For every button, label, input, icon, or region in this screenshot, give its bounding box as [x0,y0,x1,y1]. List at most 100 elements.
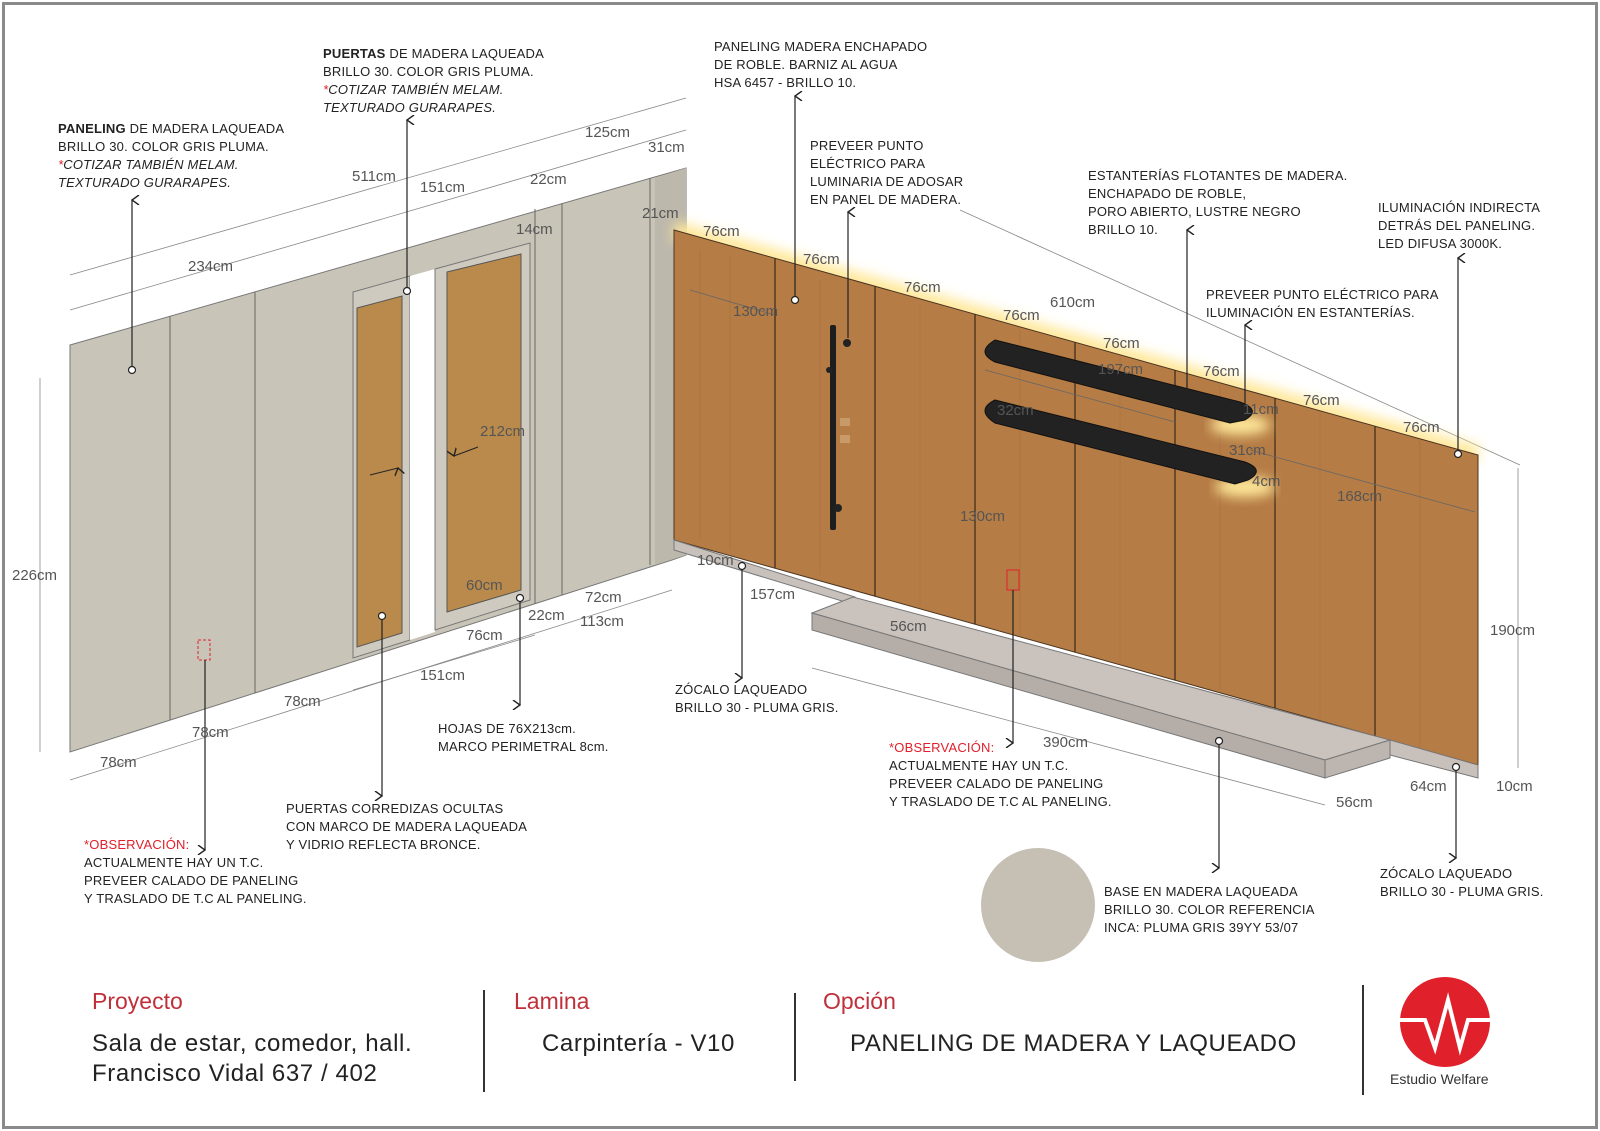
note-line: HOJAS DE 76X213cm. [438,721,576,736]
dim-label: 151cm [420,179,465,196]
note-line: ESTANTERÍAS FLOTANTES DE MADERA. [1088,168,1348,183]
estudio-welfare-logo [1400,977,1490,1067]
note-line: HSA 6457 - BRILLO 10. [714,75,857,90]
dim-label: 11cm [1243,401,1279,418]
dim-label: 125cm [585,124,630,141]
note-zocalo-right: ZÓCALO LAQUEADO BRILLO 30 - PLUMA GRIS. [1380,865,1544,901]
note-line: COTIZAR TAMBIÉN MELAM. [63,157,239,172]
note-line: PANELING MADERA ENCHAPADO [714,39,928,54]
note-line: ZÓCALO LAQUEADO [1380,866,1513,881]
note-line: EN PANEL DE MADERA. [810,192,962,207]
dim-label: 10cm [697,552,734,569]
note-line: BRILLO 30. COLOR GRIS PLUMA. [323,64,534,79]
note-line: TEXTURADO GURARAPES. [323,100,497,115]
note-line: BRILLO 30. COLOR GRIS PLUMA. [58,139,269,154]
asterisk: * [323,82,329,97]
dim-label: 64cm [1410,778,1447,795]
dim-label: 151cm [420,667,465,684]
divider [1362,985,1364,1095]
floating-shelf-lower [984,399,1275,497]
dim-label: 21cm [642,205,679,222]
divider [794,993,796,1081]
left-wall-paneling [69,167,687,753]
dim-label: 31cm [648,139,685,156]
leader-lines [127,96,1462,868]
note-paneling-gris: PANELING DE MADERA LAQUEADA BRILLO 30. CO… [58,120,284,192]
dim-label: 390cm [1043,734,1088,751]
lamina-label: Lamina [514,988,590,1014]
note-line: PREVEER PUNTO [810,138,924,153]
note-line: DE MADERA LAQUEADA [125,121,285,136]
note-bold: PUERTAS [323,46,386,61]
dim-label: 190cm [1490,622,1535,639]
dim-label: 78cm [192,724,229,741]
proyecto-line2: Francisco Vidal 637 / 402 [92,1060,378,1087]
note-observacion-left: *OBSERVACIÓN: ACTUALMENTE HAY UN T.C. PREV… [84,836,307,908]
dim-label: 226cm [12,567,57,584]
note-title: *OBSERVACIÓN: [84,837,190,852]
dim-label: 157cm [750,586,795,603]
dim-label: 511cm [352,168,396,185]
note-line: LUMINARIA DE ADOSAR [810,174,964,189]
note-line: DETRÁS DEL PANELING. [1378,218,1536,233]
note-line: PREVEER PUNTO ELÉCTRICO PARA [1206,287,1439,302]
floating-shelf-upper [984,339,1270,435]
outlet-marker-left [197,639,211,661]
note-line: MARCO PERIMETRAL 8cm. [438,739,609,754]
note-line: Y TRASLADO DE T.C AL PANELING. [84,891,307,906]
dim-label: 31cm [1229,442,1266,459]
note-estanterias: ESTANTERÍAS FLOTANTES DE MADERA.ENCHAPAD… [1088,167,1347,239]
dim-label: 76cm [1103,335,1140,352]
note-line: BASE EN MADERA LAQUEADA [1104,884,1298,899]
right-wall-oak-paneling [671,221,1481,766]
dim-label: 610cm [1050,294,1095,311]
note-line: ELÉCTRICO PARA [810,156,926,171]
note-line: Y TRASLADO DE T.C AL PANELING. [889,794,1112,809]
dim-label: 212cm [480,423,525,440]
dim-label: 10cm [1496,778,1533,795]
lamina-value: Carpintería - V10 [542,1030,735,1057]
dimension-labels: 511cm 151cm 125cm 31cm 22cm 14cm 21cm 23… [12,124,1535,811]
note-line: BRILLO 10. [1088,222,1158,237]
dim-label: 56cm [890,618,927,635]
dim-label: 197cm [1098,361,1143,378]
note-line: CON MARCO DE MADERA LAQUEADA [286,819,528,834]
note-iluminacion: ILUMINACIÓN INDIRECTA DETRÁS DEL PANELING… [1378,199,1540,253]
dim-label: 22cm [528,607,565,624]
dim-label: 32cm [997,402,1034,419]
dim-label: 234cm [188,258,233,275]
dim-label: 22cm [530,171,567,188]
note-line: BRILLO 30 - PLUMA GRIS. [1380,884,1544,899]
opcion-value: PANELING DE MADERA Y LAQUEADO [850,1030,1297,1057]
wall-lamp [826,325,851,530]
dim-label: 56cm [1336,794,1373,811]
note-punto-luminaria: PREVEER PUNTO ELÉCTRICO PARA LUMINARIA DE … [810,137,963,209]
dim-label: 78cm [284,693,321,710]
dim-label: 76cm [904,279,941,296]
dim-label: 76cm [1203,363,1240,380]
dim-label: 76cm [703,223,740,240]
note-line: Y VIDRIO REFLECTA BRONCE. [286,837,481,852]
dim-label: 78cm [100,754,137,771]
note-hojas: HOJAS DE 76X213cm. MARCO PERIMETRAL 8cm. [438,720,609,756]
dim-label: 4cm [1252,473,1280,490]
color-swatch-pluma-gris [981,848,1095,962]
dim-label: 76cm [1303,392,1340,409]
dim-label: 76cm [803,251,840,268]
dim-label: 76cm [1403,419,1440,436]
note-line: PREVEER CALADO DE PANELING [84,873,299,888]
note-line: DE MADERA LAQUEADA [385,46,544,61]
opcion-label: Opción [823,988,896,1014]
note-puertas-gris: PUERTAS DE MADERA LAQUEADA BRILLO 30. COL… [323,45,544,117]
note-line: TEXTURADO GURARAPES. [58,175,232,190]
note-line: ILUMINACIÓN INDIRECTA [1378,200,1541,215]
note-line: ZÓCALO LAQUEADO [675,682,808,697]
note-observacion-right: *OBSERVACIÓN:ACTUALMENTE HAY UN T.C.PREV… [889,739,1112,811]
brand-name: Estudio Welfare [1390,1071,1489,1087]
note-bold: PANELING [58,121,126,136]
note-line: ACTUALMENTE HAY UN T.C. [84,855,264,870]
